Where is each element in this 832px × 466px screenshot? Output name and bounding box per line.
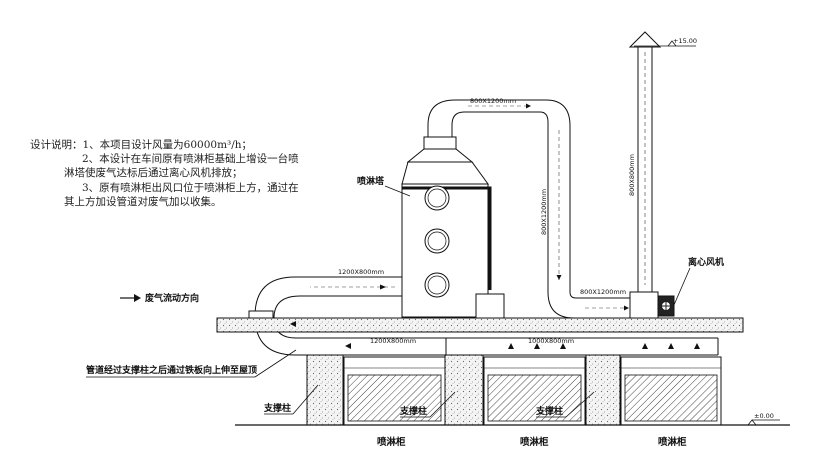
under-duct-flow-arrows (290, 321, 700, 349)
fan-duct-dim: 800X1200mm (580, 288, 626, 296)
support-column-1 (306, 354, 344, 426)
top-duct-dim: 800X1200mm (470, 97, 516, 105)
support-column-2 (444, 354, 484, 426)
design-note-line-5: 其上方加设管道对废气加以收集。 (64, 196, 222, 208)
design-note-line-1: 设计说明：1、本项目设计风量为60000m³/h； (30, 139, 253, 151)
floor-slab (216, 317, 744, 333)
cabinet-caption-3: 喷淋柜 (658, 436, 687, 448)
design-note-line-3: 淋塔使废气达标后通过离心风机排放； (64, 167, 243, 179)
under-slab-duct (300, 337, 719, 356)
cabinet-caption-2: 喷淋柜 (520, 436, 549, 448)
stack-dim: 800X800mm (628, 154, 636, 196)
design-note-line-2: 2、本设计在车间原有喷淋柜基础上增设一台喷 (82, 153, 299, 165)
pipe-route-note: 管道经过支撑柱之后通过铁板向上伸至屋顶 (86, 349, 297, 378)
under-duct-left-dim: 1200X800mm (370, 337, 416, 345)
top-elevation: +15.00 (673, 37, 697, 45)
flow-direction-label: 废气流动方向 (145, 292, 199, 304)
left-duct-dim: 1200X800mm (338, 268, 384, 276)
cabinet-caption-1: 喷淋柜 (377, 436, 406, 448)
support-label-3: 支撑柱 (535, 405, 563, 417)
spray-tower: 喷淋塔 (357, 136, 505, 319)
fan-label: 离心风机 (688, 256, 724, 268)
flow-direction-legend: 废气流动方向 (120, 292, 199, 304)
spray-cabinet-3 (620, 356, 722, 426)
pipe-note-label: 管道经过支撑柱之后通过铁板向上伸至屋顶 (86, 364, 257, 376)
spray-cabinet-2 (483, 356, 586, 426)
riser-dim: 800X1200mm (540, 189, 548, 235)
design-note-line-4: 3、原有喷淋柜出风口位于喷淋柜上方，通过在 (82, 182, 299, 194)
support-label-2: 支撑柱 (399, 405, 427, 417)
exhaust-stack: +15.00 800X800mm (628, 31, 697, 293)
spray-cabinet-1 (343, 356, 446, 426)
ground-elevation: ±0.00 (754, 412, 774, 420)
support-column-3 (585, 354, 621, 426)
support-label-1: 支撑柱 (263, 402, 291, 414)
under-duct-right-dim: 1000X800mm (528, 337, 574, 345)
spray-tower-label: 喷淋塔 (357, 175, 385, 187)
top-duct (427, 99, 571, 292)
centrifugal-fan: 离心风机 (629, 256, 724, 319)
